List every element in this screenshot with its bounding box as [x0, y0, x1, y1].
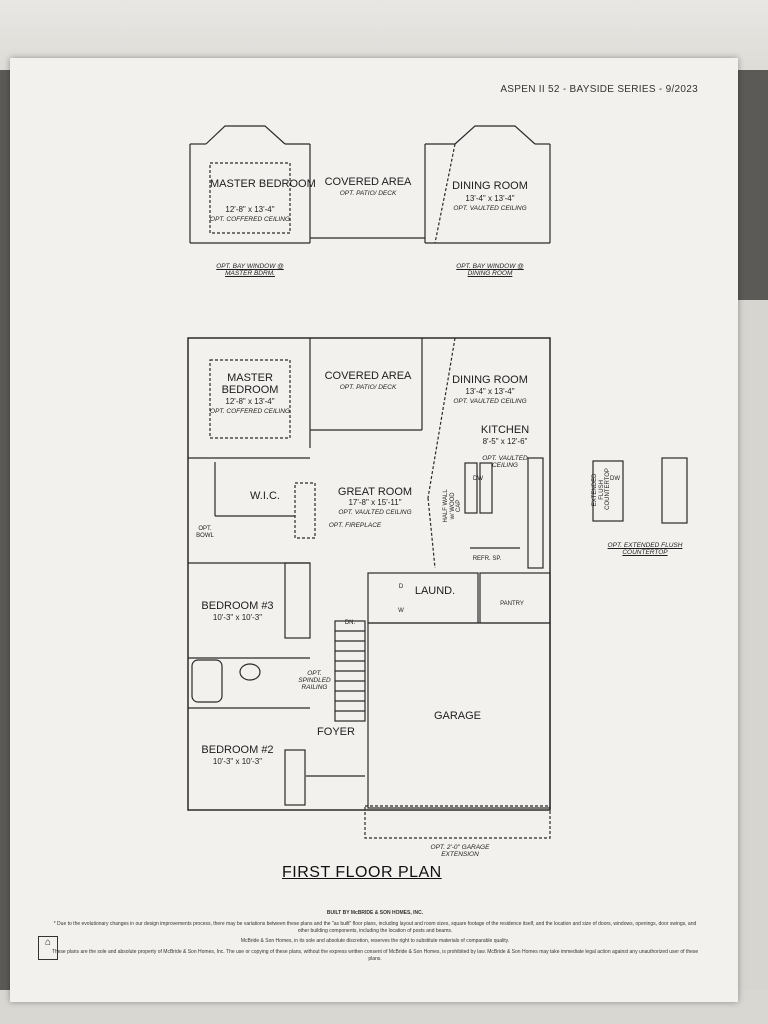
counter-dw-label: DW — [610, 476, 620, 482]
laundry-label: LAUND. — [414, 585, 456, 597]
dryer-label: D — [398, 584, 404, 590]
main-plan-outline — [187, 337, 551, 839]
refrigerator-label: REFR. SP. — [472, 556, 502, 562]
bay-dining-dims: 13'-4" x 13'-4" — [465, 194, 515, 203]
document-title: ASPEN II 52 - BAYSIDE SERIES - 9/2023 — [500, 84, 698, 95]
bay-dining-label: DINING ROOM — [452, 180, 528, 192]
bay-master-opt: OPT. COFFERED CEILING — [210, 216, 290, 223]
master-bedroom-dims: 12'-8" x 13'-4" — [225, 397, 275, 406]
wic-label: W.I.C. — [250, 490, 280, 502]
master-bedroom-opt: OPT. COFFERED CEILING — [210, 408, 290, 415]
great-room-label: GREAT ROOM — [337, 486, 413, 498]
pantry-label: PANTRY — [500, 601, 524, 607]
fireplace-opt: OPT. FIREPLACE — [328, 522, 382, 529]
stairs-down-label: DN. — [344, 620, 356, 626]
equal-housing-icon: ⌂ — [38, 936, 58, 960]
floor-plan-drawing — [187, 125, 688, 839]
floor-plan-title: FIRST FLOOR PLAN — [282, 864, 442, 881]
bay-covered-label: COVERED AREA — [324, 176, 412, 188]
bay-dining-note: OPT. BAY WINDOW @ DINING ROOM — [456, 263, 524, 278]
disclaimer-line-3: These plans are the sole and absolute pr… — [51, 949, 699, 962]
dishwasher-label: DW — [473, 476, 483, 482]
bay-covered-opt: OPT. PATIO/ DECK — [339, 190, 397, 197]
railing-opt: OPT. SPINDLED RAILING — [298, 670, 331, 692]
garage-label: GARAGE — [433, 710, 482, 722]
kitchen-opt: OPT. VAULTED CEILING — [482, 455, 528, 470]
great-room-dims: 17'-8" x 15'-11" — [348, 498, 402, 507]
floor-plan-sheet: ASPEN II 52 - BAYSIDE SERIES - 9/2023 — [10, 58, 738, 1002]
bedroom-2-label: BEDROOM #2 — [201, 744, 274, 756]
disclaimer-line-1: * Due to the evolutionary changes in our… — [53, 920, 697, 934]
counter-option-label: EXTENDED FLUSH COUNTERTOP — [592, 468, 612, 510]
master-bedroom-label: MASTER BEDROOM — [221, 372, 279, 397]
countertop-option-note: OPT. EXTENDED FLUSH COUNTERTOP — [607, 542, 683, 557]
half-wall-label: HALF WALL w/ WOOD CAP — [443, 489, 463, 523]
dining-room-dims: 13'-4" x 13'-4" — [465, 387, 515, 396]
bowl-opt: OPT. BOWL — [196, 526, 214, 539]
garage-extension-opt: OPT. 2'-0" GARAGE EXTENSION — [430, 844, 490, 859]
disclaimer-line-2: McBride & Son Homes, in its sole and abs… — [240, 938, 510, 945]
dining-room-label: DINING ROOM — [452, 374, 528, 386]
covered-area-label: COVERED AREA — [324, 370, 412, 382]
foyer-label: FOYER — [317, 726, 355, 738]
dining-room-opt: OPT. VAULTED CEILING — [453, 398, 527, 405]
bay-master-note: OPT. BAY WINDOW @ MASTER BDRM. — [216, 263, 284, 278]
great-room-opt: OPT. VAULTED CEILING — [338, 509, 412, 516]
bay-master-dims: 12'-8" x 13'-4" — [225, 205, 275, 214]
bedroom-2-dims: 10'-3" x 10'-3" — [212, 757, 263, 766]
bedroom-3-dims: 10'-3" x 10'-3" — [212, 613, 263, 622]
bedroom-3-label: BEDROOM #3 — [201, 600, 274, 612]
washer-label: W — [398, 608, 404, 614]
bay-dining-opt: OPT. VAULTED CEILING — [453, 205, 527, 212]
bay-master-label: MASTER BEDROOM — [210, 178, 316, 190]
kitchen-dims: 8'-5" x 12'-6" — [482, 437, 528, 446]
countertop-option-drawing — [592, 457, 688, 524]
builder-line: BUILT BY McBRIDE & SON HOMES, INC. — [326, 910, 424, 916]
disclaimer-block: BUILT BY McBRIDE & SON HOMES, INC. * Due… — [50, 910, 700, 967]
covered-area-opt: OPT. PATIO/ DECK — [339, 384, 397, 391]
kitchen-label: KITCHEN — [480, 424, 530, 436]
bay-option-drawing — [189, 125, 551, 244]
